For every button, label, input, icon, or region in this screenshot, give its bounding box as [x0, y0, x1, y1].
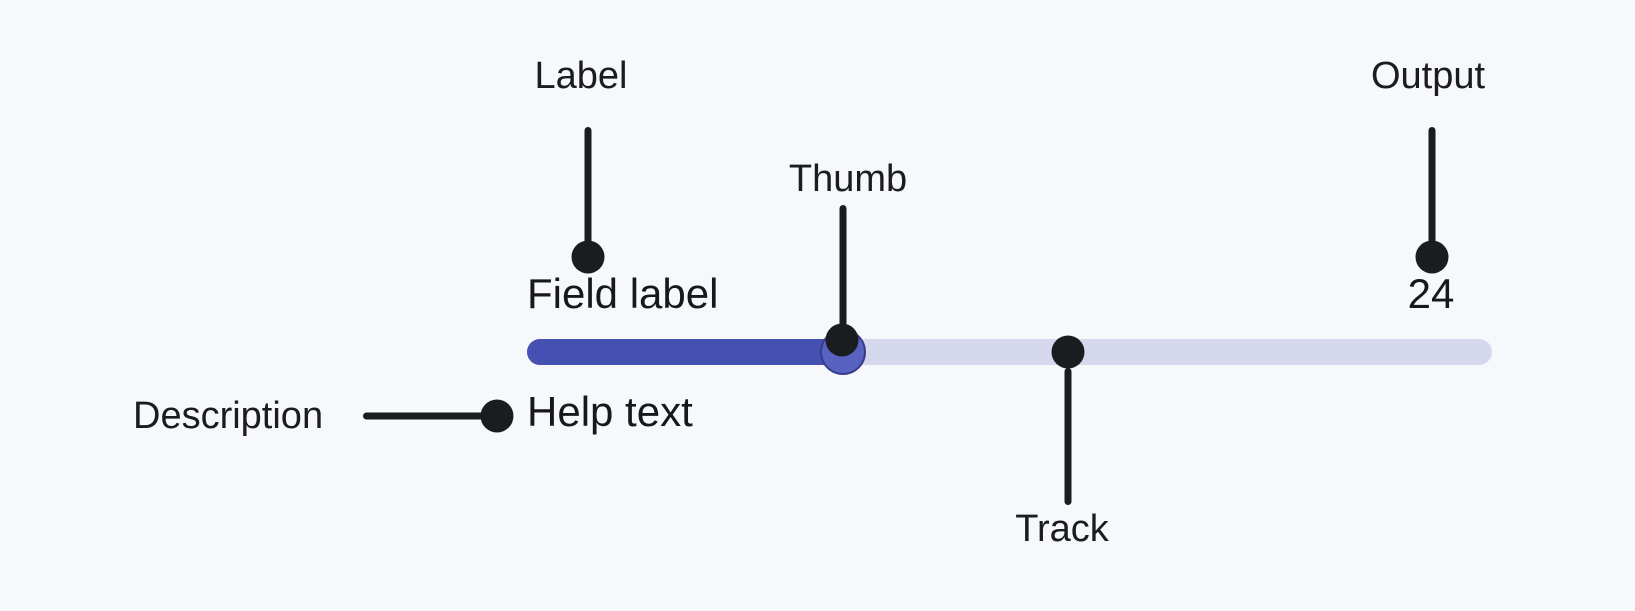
annotation-output-callout-line — [1428, 127, 1436, 245]
slider-track-fill — [527, 339, 849, 365]
slider-field-label: Field label — [527, 270, 719, 317]
annotation-track-text: Track — [1015, 508, 1109, 550]
annotation-label-text: Label — [534, 55, 628, 97]
annotation-description-callout-dot — [480, 399, 514, 433]
annotation-output-callout-dot — [1415, 240, 1449, 274]
annotation-track-callout-dot — [1051, 335, 1085, 369]
annotation-track-callout-line — [1064, 368, 1072, 505]
slider-output-value: 24 — [1407, 270, 1455, 317]
annotation-description-callout-line — [363, 412, 488, 420]
annotation-label-callout-dot — [571, 240, 605, 274]
annotation-label-callout-line — [584, 127, 592, 245]
annotation-thumb-callout-dot — [825, 323, 859, 357]
annotation-output-text: Output — [1370, 55, 1486, 97]
annotation-thumb-callout-line — [839, 205, 847, 330]
annotation-description-text: Description — [133, 395, 324, 437]
slider-help-text: Help text — [527, 388, 693, 435]
annotation-thumb-text: Thumb — [788, 158, 908, 200]
